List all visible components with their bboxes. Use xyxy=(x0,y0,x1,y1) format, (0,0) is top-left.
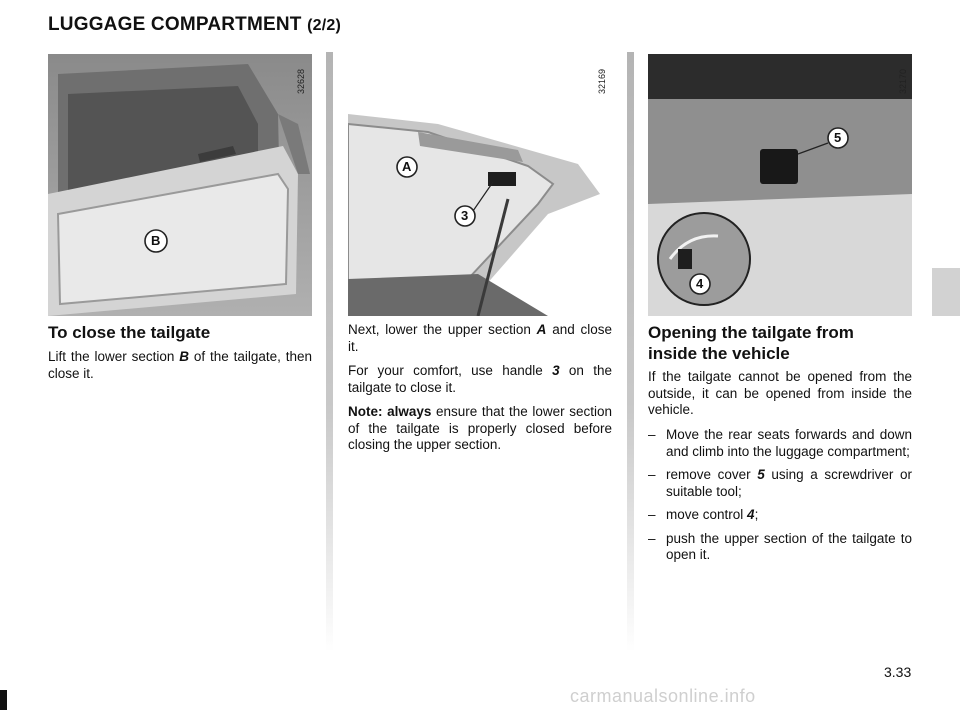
heading-open-from-inside: Opening the tailgate from inside the veh… xyxy=(648,322,912,364)
figure-number: 32628 xyxy=(296,68,306,94)
ref-4: 4 xyxy=(747,507,755,522)
ref-3: 3 xyxy=(552,363,560,378)
heading-line: Opening the tailgate from xyxy=(648,323,854,342)
column-divider-left xyxy=(326,52,333,652)
paragraph-note: Note: always ensure that the lower secti… xyxy=(348,404,612,454)
list-item: –move control 4; xyxy=(648,507,912,524)
text-run: of the tailgate, then close it. xyxy=(48,349,312,381)
tailgate-interior-illustration xyxy=(648,54,912,316)
text-run: push the upper section of the tailgate t… xyxy=(666,530,912,563)
bullet-marker: – xyxy=(648,530,656,546)
column-divider-right xyxy=(627,52,634,652)
heading-line: inside the vehicle xyxy=(648,344,790,363)
text-run: move control xyxy=(666,507,748,522)
text-run: using a screwdriver or suitable tool; xyxy=(666,467,912,499)
text-run: on the tailgate to close it. xyxy=(348,363,612,395)
list-item: –Move the rear seats forwards and down a… xyxy=(648,427,912,460)
ref-5: 5 xyxy=(757,467,765,482)
figure-number: 32170 xyxy=(898,68,908,94)
callout-4: 4 xyxy=(696,276,704,291)
text-run: Move the rear seats forwards and down an… xyxy=(666,427,912,459)
figure-tailgate-upper-section: A 3 32169 xyxy=(348,54,612,316)
page-title-text: LUGGAGE COMPARTMENT xyxy=(48,14,302,35)
bullet-marker: – xyxy=(648,427,656,442)
text-run: Next, lower the upper section xyxy=(348,322,537,337)
page-title: LUGGAGE COMPARTMENT (2/2) xyxy=(48,14,341,36)
page-number: 3.33 xyxy=(884,664,912,680)
ref-b: B xyxy=(179,349,189,364)
list-item: –push the upper section of the tailgate … xyxy=(648,531,912,564)
figure-tailgate-interior-release: 5 4 32170 xyxy=(648,54,912,316)
text-run: For your comfort, use handle xyxy=(348,363,553,378)
list-item: –remove cover 5 using a screwdriver or s… xyxy=(648,467,912,500)
paragraph-close-tailgate: Lift the lower section B of the tailgate… xyxy=(48,349,312,382)
steps-list: –Move the rear seats forwards and down a… xyxy=(648,427,912,571)
text-run: ; xyxy=(754,507,759,522)
corner-mark xyxy=(0,690,7,710)
text-run: remove cover xyxy=(666,467,758,482)
callout-a: A xyxy=(402,159,412,174)
tailgate-lower-illustration xyxy=(48,54,312,316)
note-label: Note: always xyxy=(348,404,432,419)
page-title-suffix: (2/2) xyxy=(307,17,341,34)
paragraph-handle: For your comfort, use handle 3 on the ta… xyxy=(348,363,612,396)
callout-b: B xyxy=(151,233,161,248)
heading-close-tailgate: To close the tailgate xyxy=(48,323,211,342)
bullet-marker: – xyxy=(648,507,656,522)
chapter-side-tab xyxy=(932,268,960,316)
text-run: and close it. xyxy=(348,322,612,354)
figure-tailgate-lower-section: B 32628 xyxy=(48,54,312,316)
bullet-marker: – xyxy=(648,467,656,482)
paragraph-intro: If the tailgate cannot be opened from th… xyxy=(648,369,912,417)
tailgate-upper-illustration xyxy=(348,54,612,316)
figure-number: 32169 xyxy=(597,68,607,94)
callout-3: 3 xyxy=(461,208,469,223)
paragraph-lower-upper: Next, lower the upper section A and clos… xyxy=(348,322,612,355)
callout-5: 5 xyxy=(834,130,842,145)
watermark: carmanualsonline.info xyxy=(570,686,756,706)
text-run: ensure that the lower section of the tai… xyxy=(348,404,612,452)
ref-a: A xyxy=(536,322,547,337)
text-run: Lift the lower section xyxy=(48,349,180,364)
